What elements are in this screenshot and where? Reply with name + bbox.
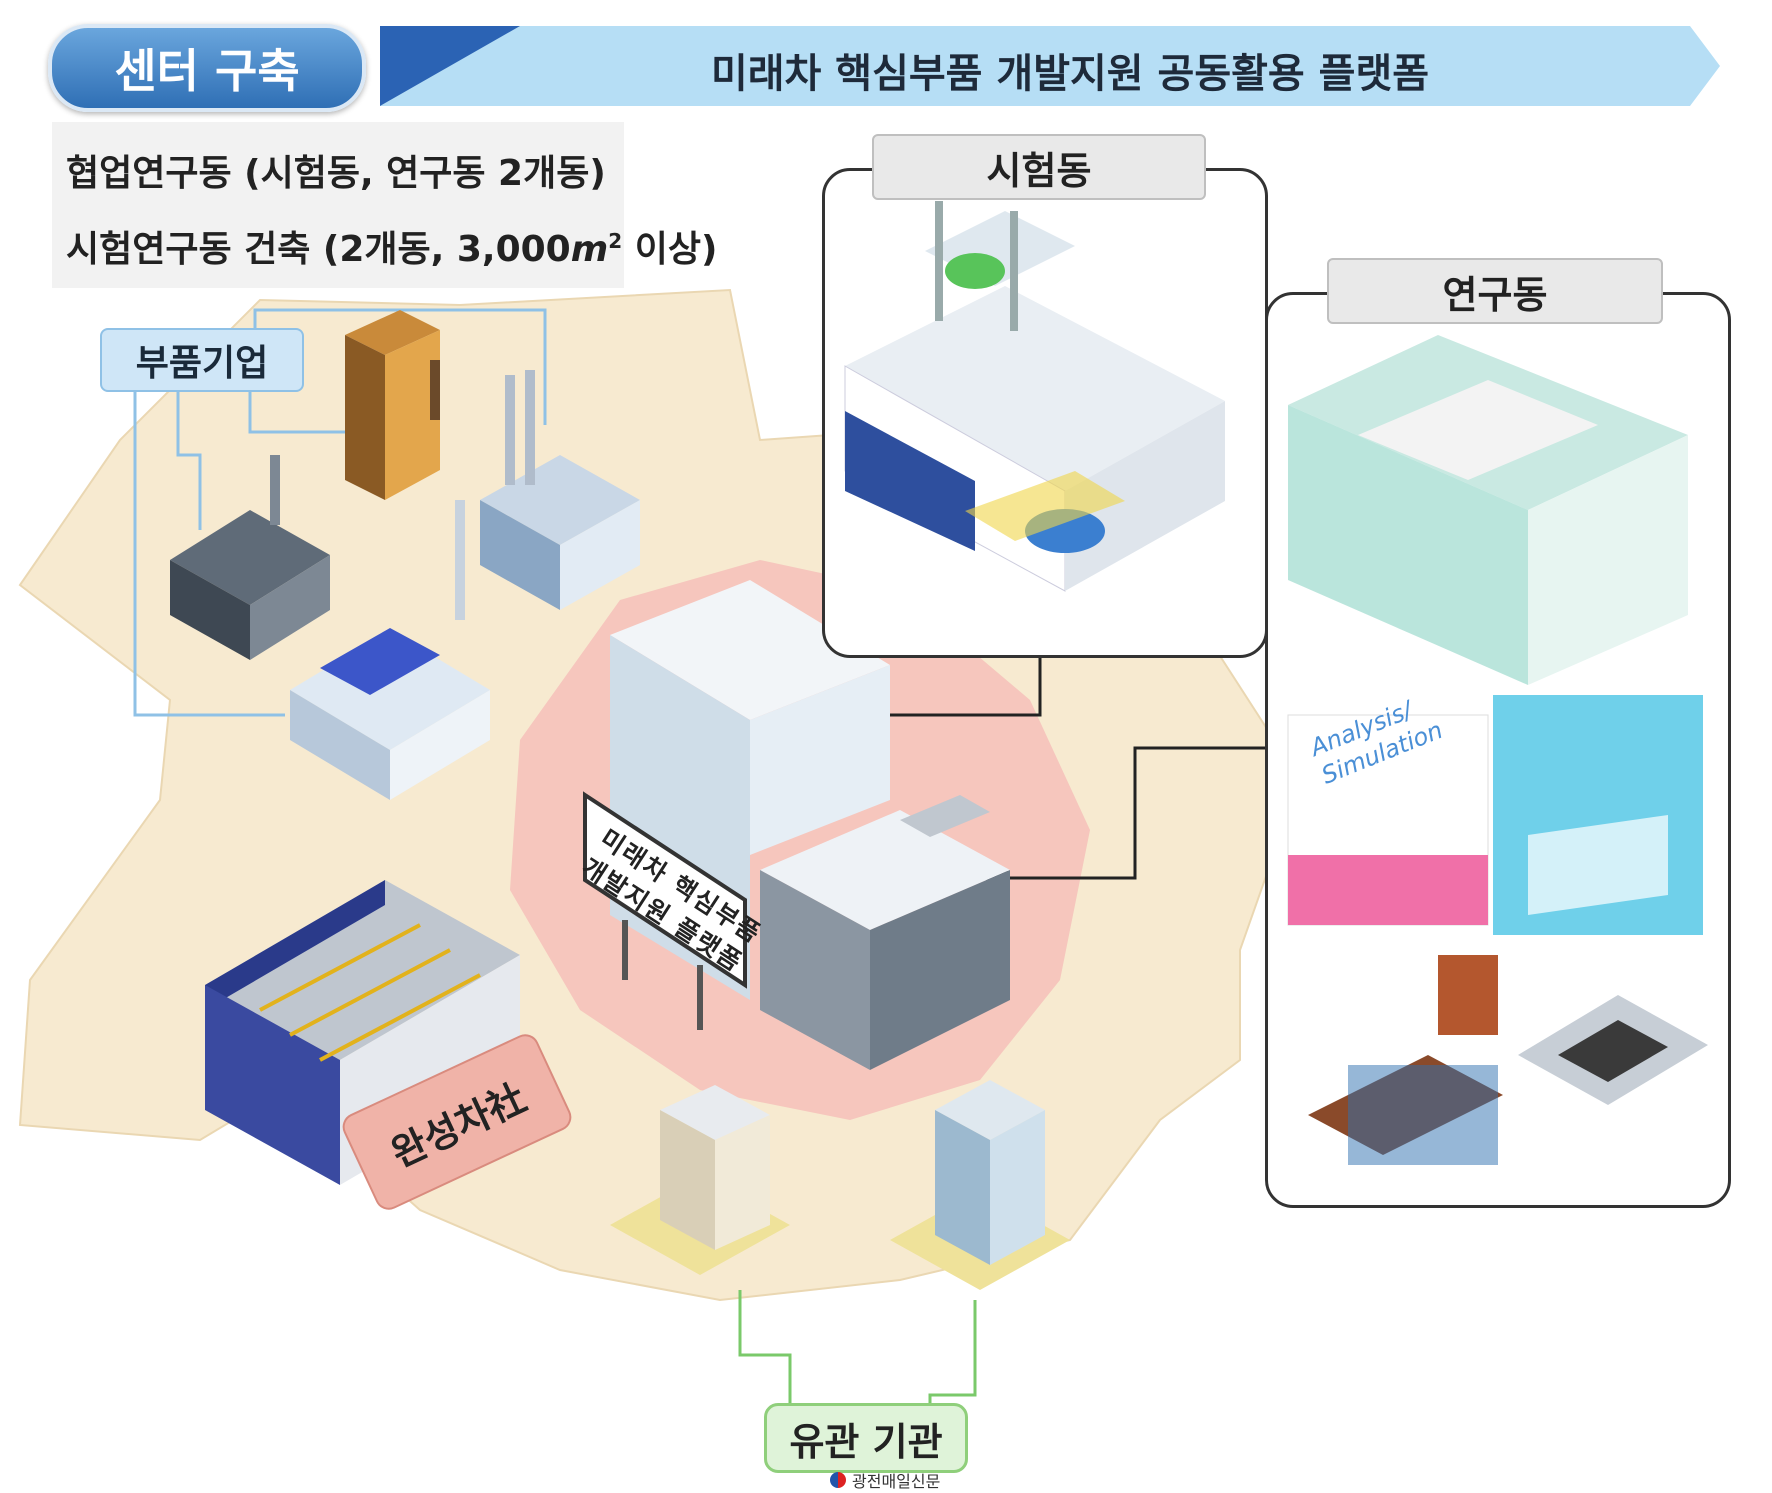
test-building-label: 시험동 xyxy=(872,134,1206,200)
credit: 광전매일신문 xyxy=(830,1468,940,1492)
parts-companies-label: 부품기업 xyxy=(100,328,304,392)
banner-title: 미래차 핵심부품 개발지원 공동활용 플랫폼 xyxy=(710,51,1430,97)
agency-building-right xyxy=(890,1080,1070,1290)
area-unit-exponent: 2 xyxy=(608,229,623,253)
central-building xyxy=(583,580,1010,1070)
info-line-2: 시험연구동 건축 (2개동, 3,000m2 이상) xyxy=(66,220,717,272)
agency-building-left xyxy=(610,1085,790,1275)
test-building-illustration xyxy=(844,201,1225,592)
info-line-2-suffix: 이상) xyxy=(622,229,718,270)
research-building-panel: Analysis/ Simulation xyxy=(1265,292,1731,1208)
factory-power xyxy=(480,370,640,610)
banner-arrow xyxy=(380,26,1720,106)
info-box: 협업연구동 (시험동, 연구동 2개동) 시험연구동 건축 (2개동, 3,00… xyxy=(52,122,717,288)
research-building-illustration xyxy=(1287,335,1708,1180)
credit-text: 광전매일신문 xyxy=(852,1472,941,1491)
research-building-label: 연구동 xyxy=(1327,258,1663,324)
test-building-panel xyxy=(822,168,1268,658)
building-connectors xyxy=(820,655,1265,880)
factory-dark xyxy=(170,455,330,660)
agency-connectors xyxy=(738,1290,977,1405)
area-unit: m xyxy=(570,229,609,270)
banner-dark-wedge xyxy=(380,26,520,106)
info-line-1: 협업연구동 (시험동, 연구동 2개동) xyxy=(66,153,606,194)
newspaper-logo-icon xyxy=(830,1472,846,1488)
related-agencies-label: 유관 기관 xyxy=(764,1403,968,1473)
factory-solar xyxy=(290,500,490,800)
info-line-2-prefix: 시험연구동 건축 (2개동, 3,000 xyxy=(66,229,571,270)
factory-orange xyxy=(345,310,440,500)
center-badge: 센터 구축 xyxy=(48,24,366,112)
